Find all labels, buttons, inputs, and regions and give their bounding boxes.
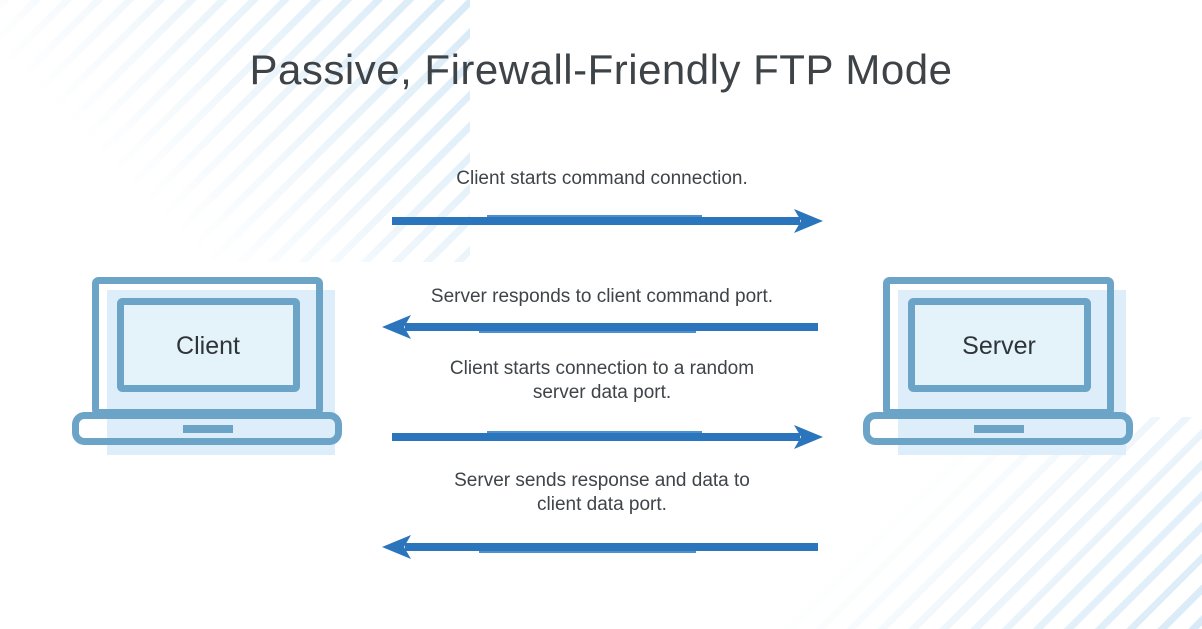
arrowhead-left-icon [382,315,411,339]
laptop-screen [908,298,1091,392]
server-label: Server [962,332,1036,360]
arrowhead-right-icon [794,209,823,233]
step-3-arrow-right [392,424,823,450]
arrowhead-left-icon [382,535,411,559]
laptop-icon: Server [863,277,1133,455]
laptop-icon: Client [72,277,342,455]
step-2-label: Server responds to client command port. [430,286,774,307]
step-2-arrow-left [382,314,818,340]
server-node: Server [861,274,1143,460]
step-4-label: Server sends response and data to client… [454,470,750,515]
arrow-shaft [392,433,800,441]
laptop-base [72,412,342,445]
client-label: Client [176,332,240,360]
laptop-screen [117,298,300,392]
page-title: Passive, Firewall-Friendly FTP Mode [249,46,953,93]
step-4-arrow-left [382,534,818,560]
arrowhead-right-icon [794,425,823,449]
step-1-label: Client starts command connection. [456,168,748,189]
arrow-shaft [405,543,818,551]
laptop-touchpad [183,425,233,433]
laptop-base [863,412,1133,445]
step-3-label: Client starts connection to a random ser… [449,358,755,403]
laptop-touchpad [974,425,1024,433]
step-1-arrow-right [392,208,823,234]
arrow-shaft [405,323,818,331]
client-node: Client [70,274,352,460]
arrow-shaft [392,217,800,225]
